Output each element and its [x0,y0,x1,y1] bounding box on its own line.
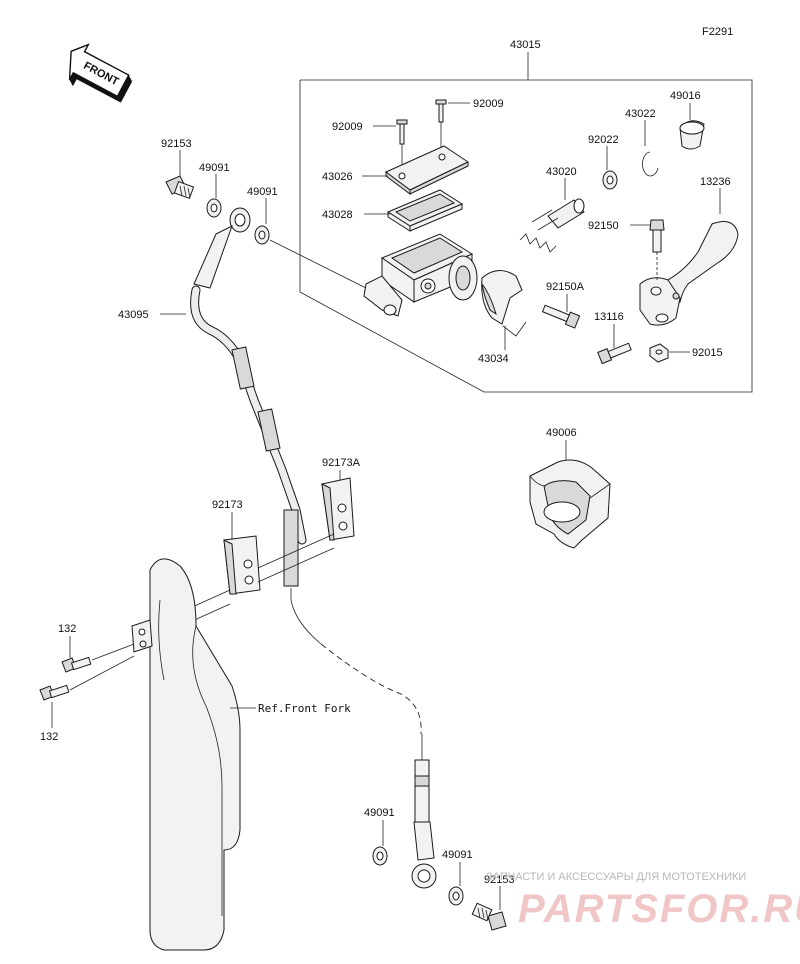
nut [649,343,669,363]
label-132-upper: 132 [58,623,76,635]
label-43034: 43034 [478,353,509,365]
label-43095: 43095 [118,309,149,321]
master-cylinder-cover [529,459,611,549]
reservoir-cap [385,145,470,195]
pivot-bolt [597,342,632,365]
brake-lever [639,221,739,326]
screw-left [373,119,408,170]
label-43020: 43020 [546,166,577,178]
bolt-lower [39,684,70,701]
front-fork [131,558,241,951]
diaphragm [386,189,464,232]
label-49091-bottom-b: 49091 [442,849,473,861]
hose-guide-left [223,535,261,595]
piston-kit [519,198,585,253]
label-92009-left: 92009 [332,121,363,133]
banjo-bolt-bottom [471,902,507,931]
label-43026: 43026 [322,171,353,183]
banjo-bolt-top [165,175,195,200]
label-49091-bottom-a: 49091 [364,807,395,819]
front-arrow: FRONT [68,43,133,103]
label-ref-front-fork: Ref.Front Fork [258,702,351,715]
label-49016: 49016 [670,90,701,102]
label-92009-right: 92009 [473,98,504,110]
circlip [642,151,659,177]
label-92150: 92150 [588,220,619,232]
assembly-boundary: 43015 [299,39,753,393]
screw-right [435,99,470,150]
label-49091-top-a: 49091 [199,162,230,174]
label-92150a: 92150A [546,281,585,293]
label-43028: 43028 [322,209,353,221]
label-92153-bottom: 92153 [484,874,515,886]
label-49091-top-b: 49091 [247,186,278,198]
label-43022: 43022 [625,108,656,120]
label-13236: 13236 [700,176,731,188]
bolt-upper [61,656,92,673]
clamp-bolt [541,304,581,329]
label-49006: 49006 [546,427,577,439]
master-cylinder-body [363,233,478,317]
handlebar-clamp [481,270,523,325]
figure-code: F2291 [702,26,733,38]
label-92173: 92173 [212,499,243,511]
watermark-subtitle: ЗАПЧАСТИ И АКСЕССУАРЫ ДЛЯ МОТОТЕХНИКИ [486,871,746,883]
label-92153-top: 92153 [161,138,192,150]
hose-guide-right [321,477,355,541]
label-92173a: 92173A [322,457,361,469]
label-132-lower: 132 [40,731,58,743]
lever-bolt [649,219,665,280]
label-13116: 13116 [594,311,624,323]
brake-hose [190,207,437,889]
label-92022: 92022 [588,134,619,146]
label-43015: 43015 [510,39,541,51]
dust-boot [679,120,705,150]
watermark-brand: PARTSFOR.RU [518,887,800,931]
label-92015: 92015 [692,347,723,359]
